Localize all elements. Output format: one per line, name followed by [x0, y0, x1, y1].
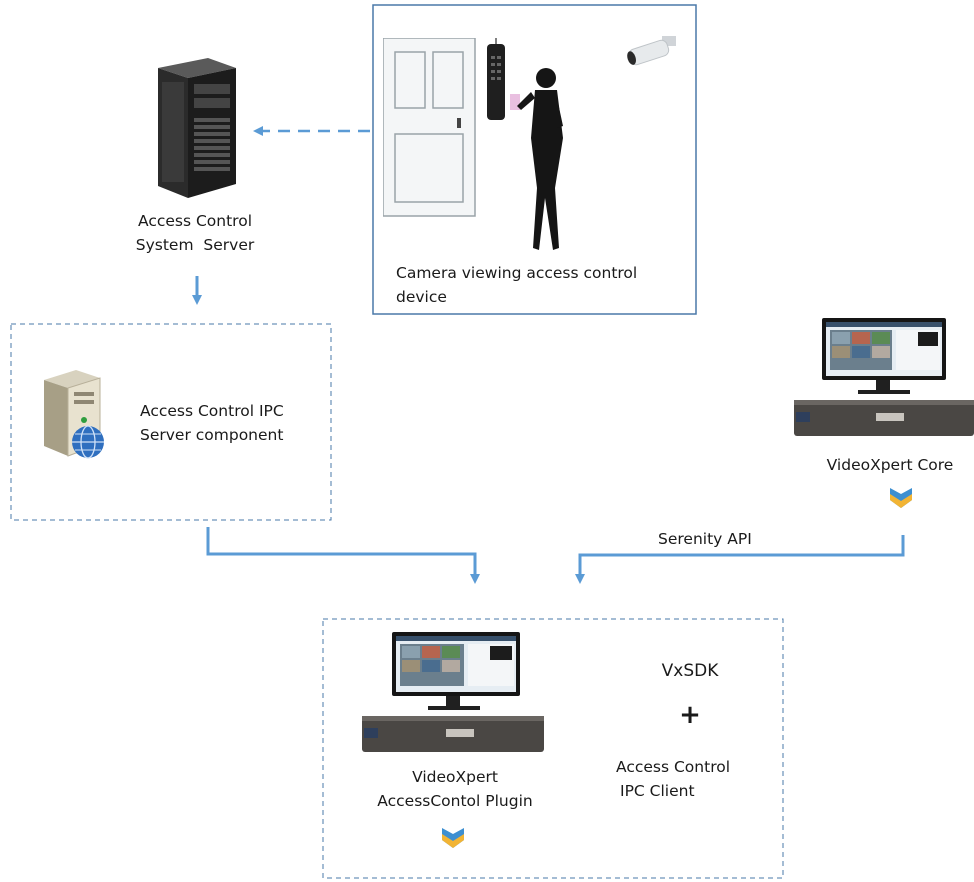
bullet-camera-icon: [622, 32, 680, 72]
plugin-label-line2: AccessContol Plugin: [377, 792, 533, 810]
plugin-dashed-box: [322, 618, 784, 879]
ipc-client-label-line2: IPC Client: [620, 782, 695, 800]
vxsdk-label: VxSDK: [661, 661, 719, 681]
acs-server-label-line2: System Server: [135, 236, 255, 254]
ipc-server-label-line2: Server component: [140, 426, 284, 444]
acs-server-label: Access Control System Server: [100, 209, 290, 257]
ipc-server-dashed-box: [10, 323, 332, 521]
ipc-client-label: Access Control IPC Client: [616, 755, 776, 803]
ipc-server-label: Access Control IPC Server component: [140, 399, 330, 447]
plugin-label-line1: VideoXpert: [412, 768, 498, 786]
videoxpert-logo-icon: [889, 486, 913, 514]
arrow-ipc-to-plugin: [206, 527, 480, 584]
plugin-label: VideoXpert AccessContol Plugin: [370, 765, 540, 813]
workstation-icon: [360, 630, 546, 760]
camera-label-line2: device: [396, 288, 447, 306]
tower-server-icon: [148, 54, 242, 206]
ipc-server-label-line1: Access Control IPC: [140, 402, 284, 420]
core-label: VideoXpert Core: [826, 456, 954, 474]
camera-label: Camera viewing access control device: [396, 261, 686, 309]
serenity-api-label: Serenity API: [658, 530, 752, 548]
plus-sign: +: [679, 700, 701, 730]
videoxpert-logo-icon: [441, 826, 465, 854]
door-access-scene-icon: [382, 37, 683, 262]
arrow-core-to-plugin: [575, 535, 905, 584]
camera-label-line1: Camera viewing access control: [396, 264, 638, 282]
ipc-client-label-line1: Access Control: [616, 758, 731, 776]
camera-scene-box: [372, 4, 697, 315]
workstation-icon: [792, 316, 974, 446]
globe-server-icon: [38, 368, 110, 468]
acs-server-label-line1: Access Control: [137, 212, 253, 230]
